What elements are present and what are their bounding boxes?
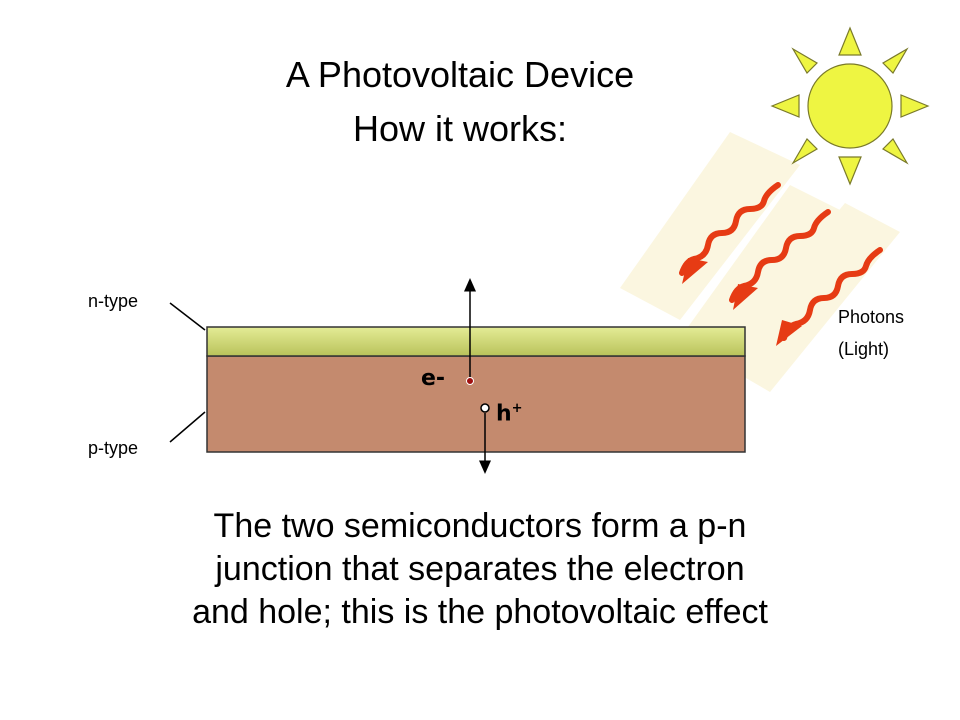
wavy-arrow-icon <box>729 209 831 303</box>
hole-symbol: h <box>496 401 512 427</box>
n-type-pointer <box>169 302 206 331</box>
photon-arrow-1 <box>679 182 781 284</box>
light-beams <box>620 132 900 392</box>
p-type-layer <box>206 355 746 453</box>
caption-line-3: and hole; this is the photovoltaic effec… <box>192 593 768 631</box>
wavy-arrow-icon <box>781 247 883 341</box>
slide-title: A Photovoltaic Device <box>285 54 635 95</box>
light-label: (Light) <box>838 339 890 359</box>
hole-superscript: + <box>511 401 523 416</box>
p-type-label: p-type <box>88 438 139 458</box>
caption-line-2: junction that separates the electron <box>215 550 745 588</box>
hole-dot <box>480 403 490 413</box>
p-type-pointer <box>169 411 206 443</box>
photons-label: Photons <box>838 307 905 327</box>
electron-dot <box>466 377 474 385</box>
photon-arrow-3 <box>776 247 883 346</box>
caption: The two semiconductors form a p-n juncti… <box>40 505 920 634</box>
n-type-layer <box>206 326 746 357</box>
sun-icon <box>770 26 930 186</box>
wavy-arrow-icon <box>679 182 781 276</box>
caption-line-1: The two semiconductors form a p-n <box>213 507 747 545</box>
hole-label: h+ <box>496 398 523 425</box>
photon-arrow-2 <box>729 209 831 310</box>
slide-subtitle: How it works: <box>352 108 568 149</box>
n-type-label: n-type <box>88 291 139 311</box>
electron-label: e- <box>421 366 446 391</box>
